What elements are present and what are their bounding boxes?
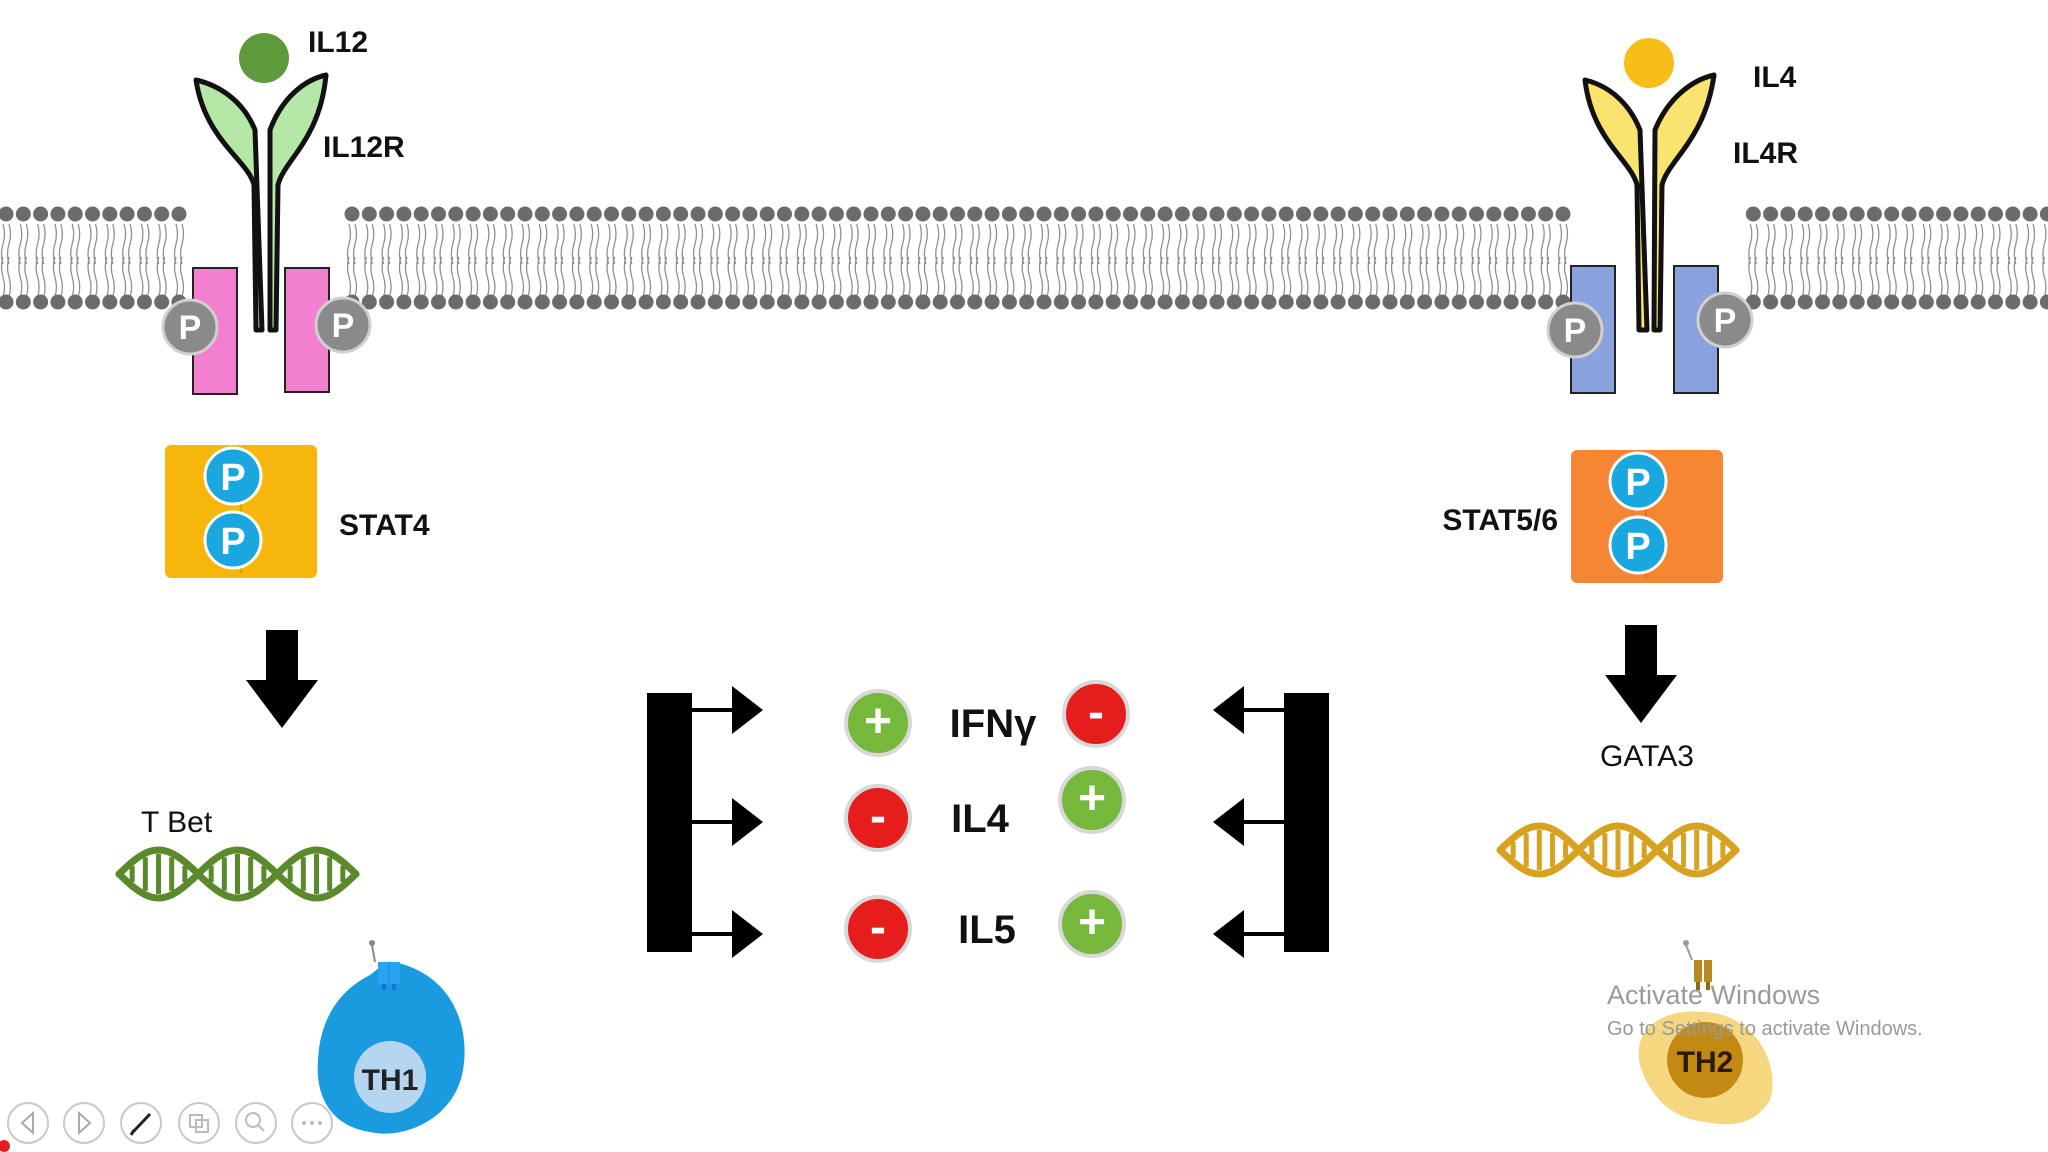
svg-text:P: P: [220, 521, 245, 563]
svg-text:-: -: [1088, 686, 1104, 739]
down-arrow-icon: [1605, 625, 1677, 723]
more-icon: [302, 1121, 322, 1125]
cell-membrane: [0, 206, 2048, 310]
cytokine-name: IL5: [958, 908, 1016, 952]
more-options-button[interactable]: [291, 1102, 333, 1144]
svg-text:TH2: TH2: [1677, 1046, 1734, 1079]
th1-effect-il4: -: [844, 784, 912, 852]
see-all-slides-button[interactable]: [178, 1102, 220, 1144]
th1-effect-ifng: +: [844, 689, 912, 757]
phospho-badge: P: [161, 298, 219, 356]
phospho-badge: P: [314, 296, 372, 354]
stat56-dimer: P P: [1571, 450, 1723, 583]
gata3-dna-icon: [1496, 822, 1740, 878]
cytokine-row: - IL4 +: [844, 766, 1126, 852]
presentation-controls: [7, 1102, 333, 1144]
zoom-button[interactable]: [235, 1102, 277, 1144]
cytokine-name: IL4: [951, 797, 1010, 841]
th1-cytokine-bracket: [647, 686, 763, 958]
il12-receptor: [193, 72, 329, 333]
prev-slide-button[interactable]: [7, 1102, 49, 1144]
tbet-label: T Bet: [141, 806, 213, 839]
th2-effect-il5: +: [1058, 890, 1126, 958]
il4-label: IL4: [1753, 61, 1797, 94]
svg-text:P: P: [1564, 312, 1587, 350]
il4-receptor: [1582, 72, 1717, 333]
svg-text:+: +: [1078, 896, 1106, 949]
il12r-label: IL12R: [323, 131, 405, 164]
svg-text:+: +: [864, 695, 892, 748]
svg-text:+: +: [1078, 772, 1106, 825]
th2-effect-ifng: -: [1062, 680, 1130, 748]
il12-ligand: [239, 33, 289, 83]
slides-icon: [189, 1114, 209, 1133]
pen-icon: [129, 1112, 152, 1136]
cytokine-name: IFNγ: [950, 702, 1037, 746]
svg-text:TH1: TH1: [362, 1064, 419, 1097]
down-arrow-icon: [246, 630, 318, 728]
receptor-icon: [1683, 940, 1712, 990]
th2-cell: TH2: [1638, 1011, 1773, 1125]
th2-cytokine-bracket: [1213, 686, 1329, 958]
stat56-label: STAT5/6: [1442, 504, 1558, 537]
arrow-right-icon: [78, 1110, 92, 1136]
stat4-label: STAT4: [339, 509, 430, 542]
stat4-dimer: P P: [165, 445, 317, 578]
watermark-subtitle: Go to Settings to activate Windows.: [1607, 1018, 1923, 1040]
th1-effect-il5: -: [844, 895, 912, 963]
cytokine-row: + IFNγ -: [844, 680, 1130, 757]
gata3-label: GATA3: [1600, 740, 1694, 773]
next-slide-button[interactable]: [63, 1102, 105, 1144]
th2-effect-il4: +: [1058, 766, 1126, 834]
il12-label: IL12: [308, 26, 368, 59]
il4r-label: IL4R: [1733, 137, 1798, 170]
jak-left-2: [284, 267, 330, 393]
pen-tool-button[interactable]: [120, 1102, 162, 1144]
svg-text:P: P: [1714, 302, 1737, 340]
il4-ligand: [1624, 38, 1674, 88]
cytokine-row: - IL5 +: [844, 890, 1126, 963]
svg-text:P: P: [179, 309, 202, 347]
svg-text:-: -: [870, 790, 886, 843]
svg-text:P: P: [332, 307, 355, 345]
tbet-dna-icon: [115, 846, 360, 902]
svg-text:P: P: [1625, 526, 1650, 568]
phospho-badge: P: [1696, 291, 1754, 349]
cursor-dot: [0, 1140, 10, 1152]
arrow-left-icon: [20, 1110, 34, 1136]
svg-text:P: P: [220, 457, 245, 499]
svg-text:-: -: [870, 901, 886, 954]
phospho-badge: P: [1546, 301, 1604, 359]
watermark-title: Activate Windows: [1607, 980, 1820, 1010]
magnifier-icon: [245, 1112, 265, 1132]
svg-text:P: P: [1625, 462, 1650, 504]
receptor-icon: [369, 940, 400, 990]
th1-cell: TH1: [317, 961, 465, 1134]
